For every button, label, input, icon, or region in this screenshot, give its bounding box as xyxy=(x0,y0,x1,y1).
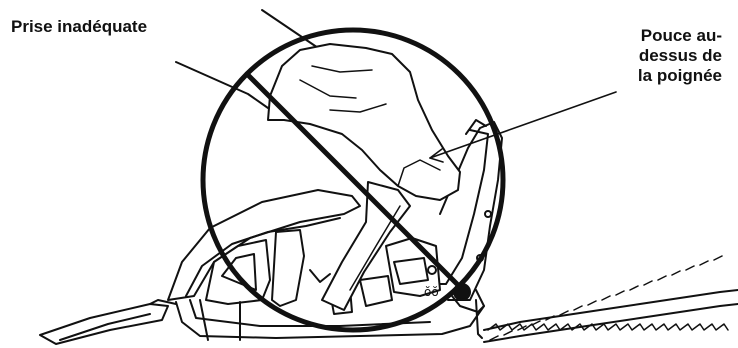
saw-chain xyxy=(484,256,738,342)
incorrect-grip-label: Prise inadéquate xyxy=(11,17,147,37)
thumb-over-handle-label: Pouce au- dessus de la poignée xyxy=(638,26,722,86)
svg-text:ŏŏ: ŏŏ xyxy=(424,285,439,299)
thumb-pointer-line xyxy=(430,92,616,158)
